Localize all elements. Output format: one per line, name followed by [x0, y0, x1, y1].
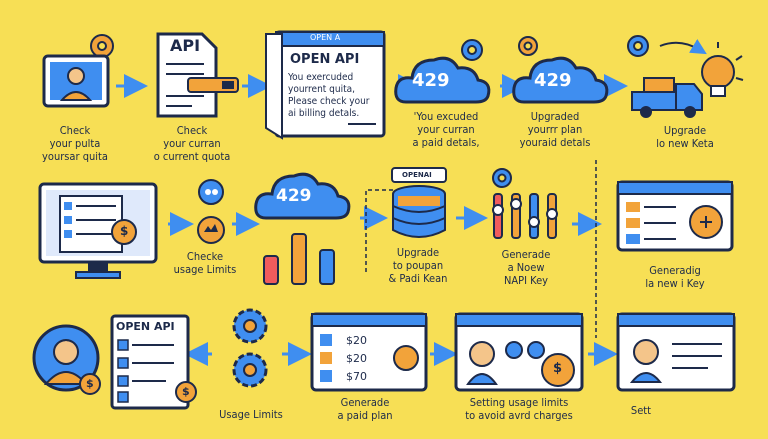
bar-chart-icon	[263, 233, 335, 285]
r2-key-window	[616, 180, 734, 252]
r2-openai-badge: OPENAI	[402, 171, 432, 179]
r3-avatar-coin: $	[86, 377, 94, 390]
gears-icon	[232, 308, 268, 388]
r2-usage-icons	[188, 178, 234, 248]
r2-key-sliders	[484, 166, 564, 242]
r2-step6-caption: Generadig la new i Key	[645, 264, 705, 290]
r3-gears	[222, 306, 278, 394]
r2-database: OPENAI	[384, 166, 454, 244]
monitor-checklist-icon	[38, 182, 158, 279]
r1-429-label-b: 429	[534, 70, 572, 91]
monitor-user-icon	[42, 34, 114, 108]
r3-step5-caption: Setting usage limits to avoid avrd charg…	[465, 396, 573, 422]
r1-step4-caption: 'You excuded your curran a paid detals,	[412, 110, 480, 149]
r1-step5-caption: Upgraded yourrr plan youraid detals	[519, 110, 591, 149]
r3-checklist-coin: $	[182, 385, 190, 398]
database-icon	[391, 167, 447, 238]
notice-tab: OPEN A	[310, 33, 341, 42]
r2-step5-caption: Generade a Noew NAPI Key	[501, 248, 551, 287]
checklist-icon	[110, 314, 197, 410]
r2-step2-caption: Checke usage Limits	[173, 250, 237, 276]
r3-price-window: $20 $20 $70	[310, 312, 428, 392]
usage-gauge-icon	[197, 179, 225, 244]
price-1: $20	[346, 334, 367, 347]
r1-user-monitor	[40, 34, 120, 120]
price-2: $20	[346, 352, 367, 365]
r3-step4-caption: Generade a paid plan	[337, 396, 393, 422]
notice-window-icon	[265, 30, 386, 140]
r2-coin-symbol: $	[120, 224, 129, 238]
r2-checklist-monitor: $	[36, 180, 160, 284]
cloud-error-icon	[254, 172, 351, 220]
user-window-icon	[454, 312, 584, 392]
r3-checklist-title: OPEN API	[116, 320, 175, 333]
key-window-icon	[616, 180, 734, 252]
r3-step3-caption: Usage Limits	[219, 408, 283, 421]
r1-step1-caption: Check your pulta yoursar quita	[42, 124, 108, 163]
cloud-error-icon	[394, 39, 491, 104]
r3-user-avatar: $	[30, 318, 110, 402]
r1-step2-caption: Check your curran o current quota	[153, 124, 231, 163]
profile-window-icon	[616, 312, 736, 392]
r3-openapi-checklist: OPEN API $	[108, 312, 198, 412]
r3-user-coins: $	[454, 312, 584, 392]
r3-coin-symbol: $	[553, 361, 563, 376]
r2-step4-caption: Upgrade to poupan & Padi Kean	[388, 246, 448, 285]
r1-api-document: API	[152, 30, 242, 120]
r3-price-list: $20 $20 $70	[346, 332, 367, 386]
r2-usage-bars	[262, 230, 346, 286]
settings-sliders-icon	[492, 168, 558, 239]
r2-429-label: 429	[276, 186, 312, 206]
api-label: API	[170, 36, 201, 55]
pricing-window-icon	[310, 312, 428, 392]
r1-429-label-a: 429	[412, 70, 450, 91]
notice-body: You exercuded yourrent quita, Please che…	[288, 72, 370, 119]
avatar-icon	[32, 324, 101, 395]
price-3: $70	[346, 370, 367, 383]
r1-429-cloud-b: 429	[510, 36, 610, 116]
notice-title: OPEN API	[290, 52, 360, 67]
r1-openapi-notice: OPEN A OPEN API You exercuded yourrent q…	[264, 28, 390, 140]
r1-upgrade-truck	[618, 32, 748, 122]
r1-429-cloud-a: 429	[392, 36, 502, 116]
r1-step6-caption: Upgrade lo new Keta	[656, 124, 714, 150]
document-icon	[156, 32, 239, 118]
cloud-upgrade-icon	[512, 36, 609, 104]
r3-step6-caption: Sett	[630, 404, 652, 417]
arrow-r1-curve	[659, 39, 707, 55]
r3-settings-window	[616, 312, 736, 392]
r2-429-cloud: 429	[252, 164, 362, 224]
truck-bulb-icon	[627, 35, 744, 118]
